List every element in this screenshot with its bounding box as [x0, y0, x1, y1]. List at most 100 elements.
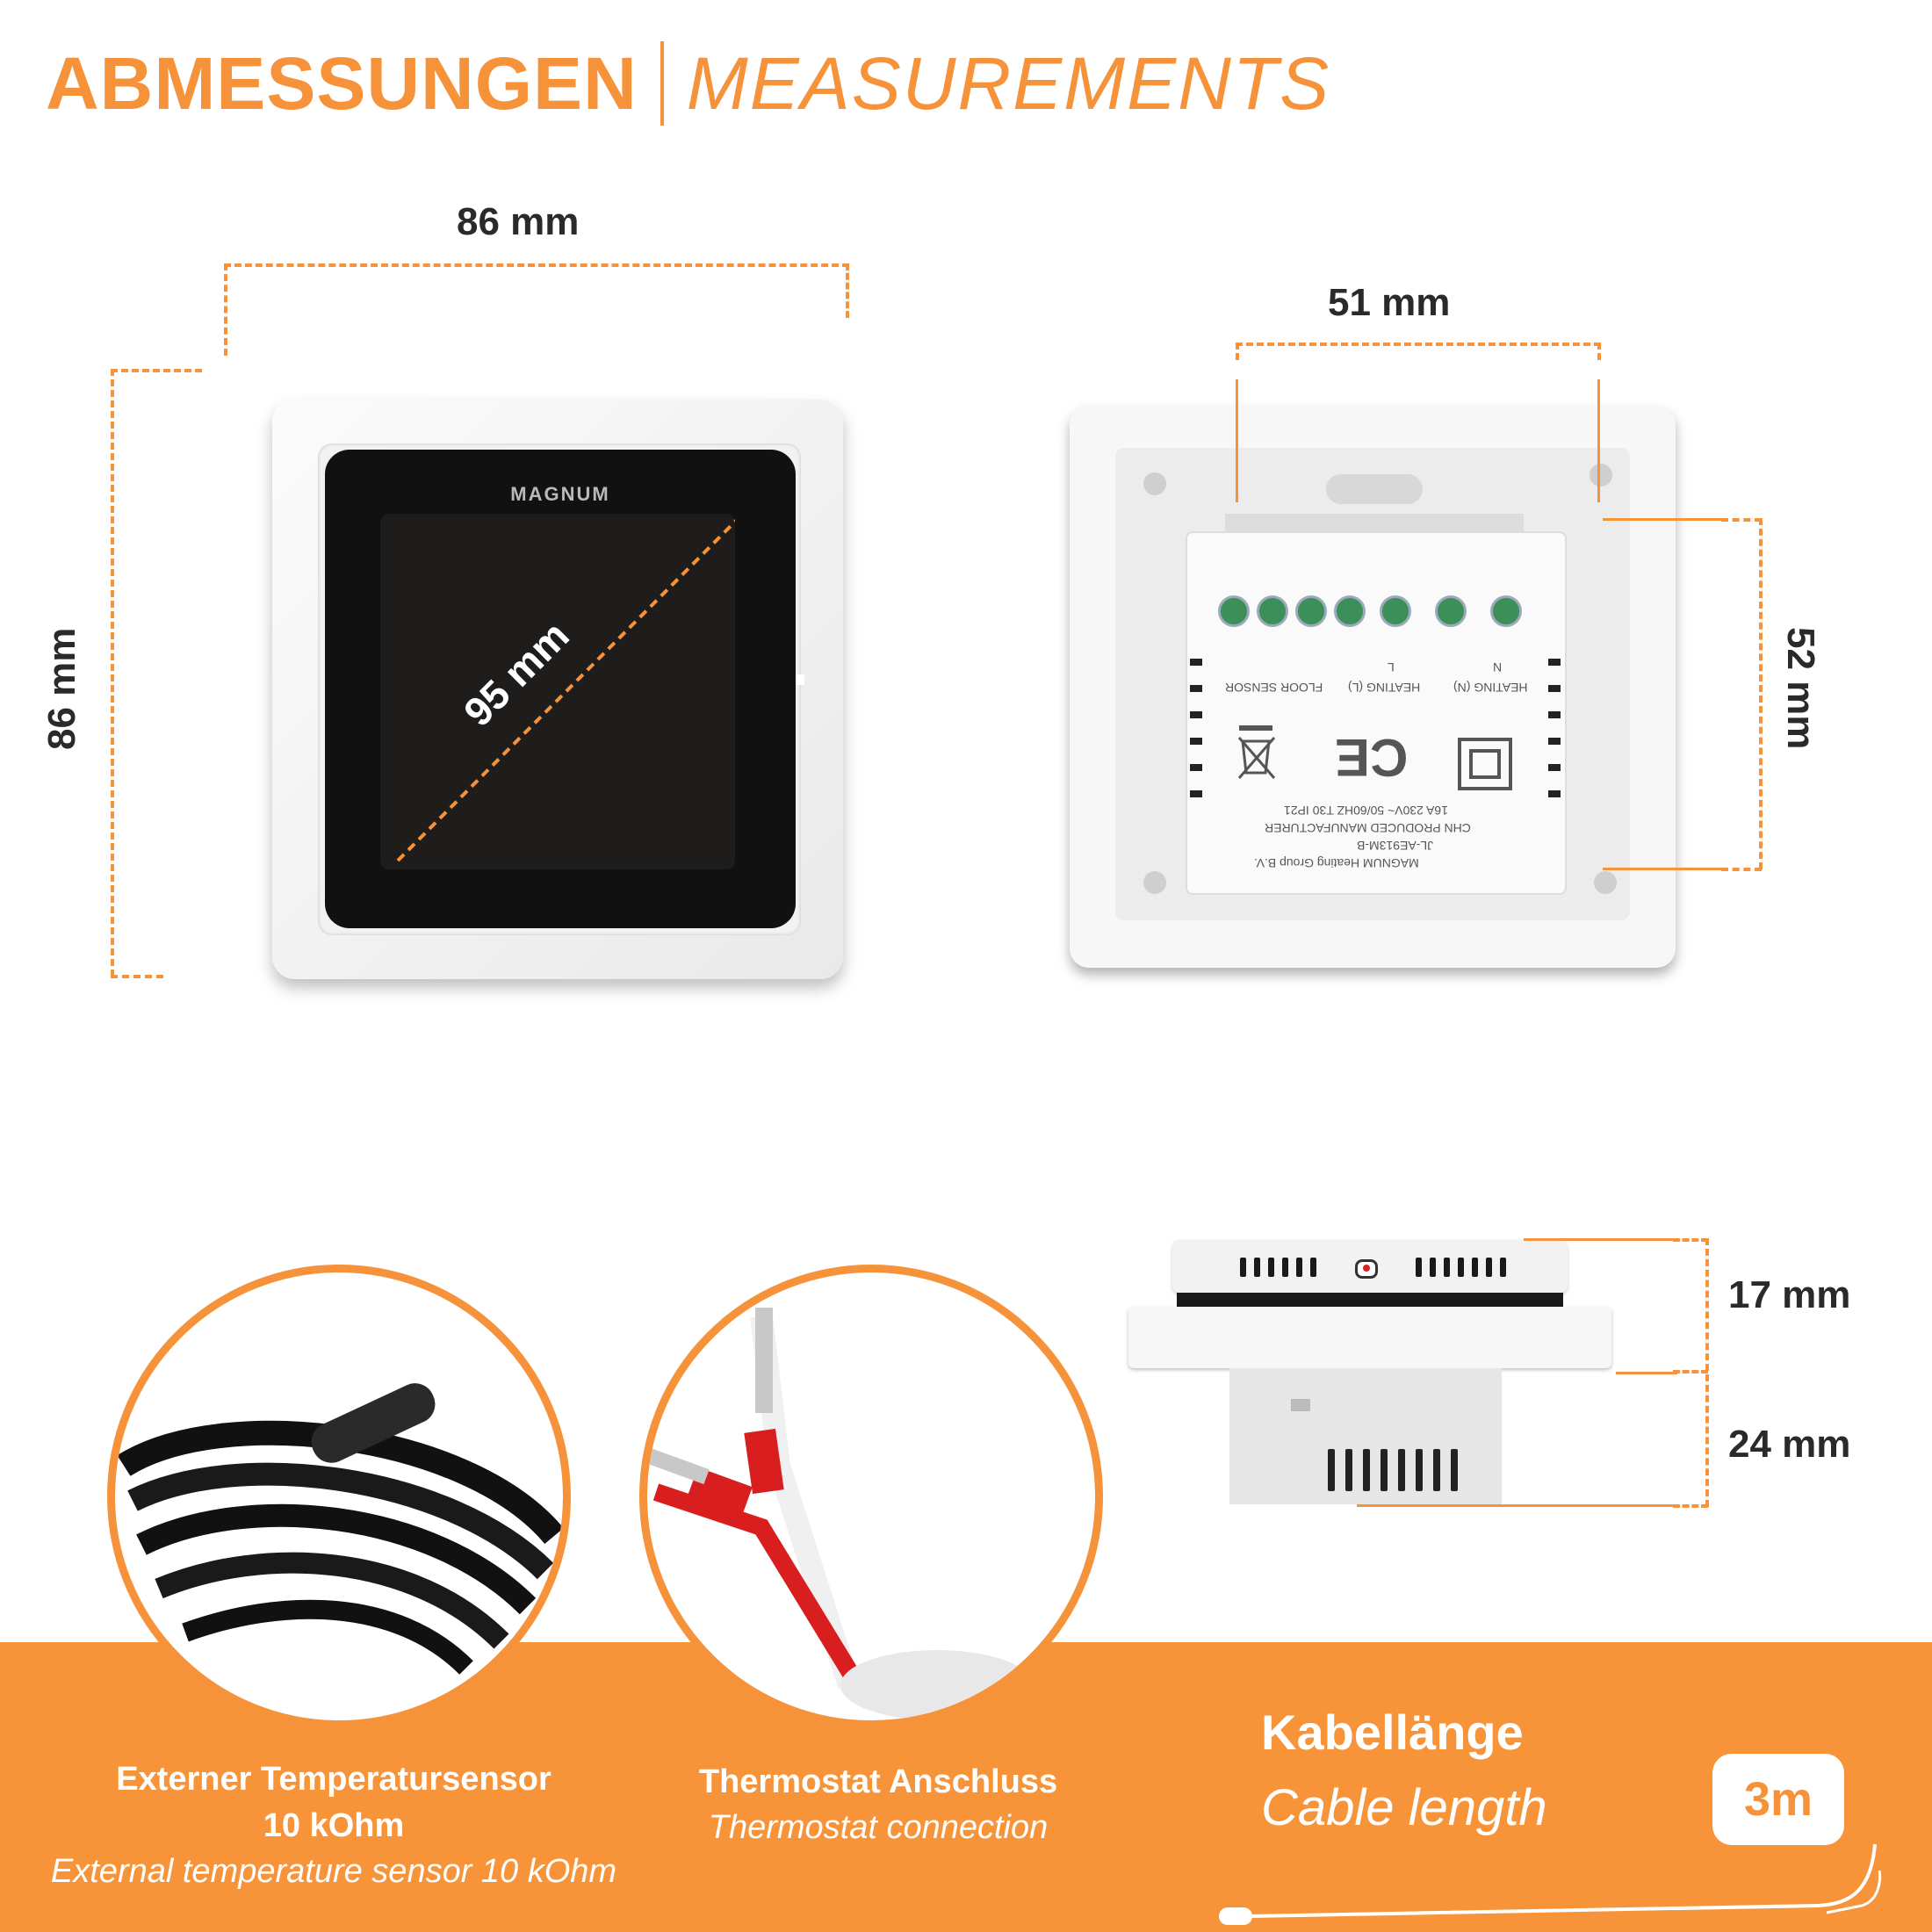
side-vent-slot: [1268, 1258, 1274, 1277]
back-height-dimline: [1759, 518, 1763, 869]
temperature-sensor-cable-icon: [117, 1383, 563, 1675]
title-english: MEASUREMENTS: [686, 41, 1331, 125]
side-depth-extension-mid: [1616, 1372, 1677, 1374]
back-width-extension-right: [1597, 379, 1600, 502]
terminal-screw-icon: [1380, 595, 1411, 627]
vent-slot: [1190, 790, 1202, 797]
side-vent-slot: [1486, 1258, 1492, 1277]
cable-length-title-de: Kabellänge: [1261, 1705, 1524, 1760]
cable-length-title-en: Cable length: [1261, 1779, 1547, 1836]
back-height-extension-top: [1603, 518, 1721, 521]
terminal-screw-icon: [1490, 595, 1522, 627]
thermostat-module: [1186, 531, 1567, 895]
vent-slot: [1548, 711, 1561, 718]
led-indicator-icon: [1355, 1259, 1378, 1279]
side-body-slot: [1398, 1449, 1405, 1491]
vent-slot: [1190, 764, 1202, 771]
terminal-screw-icon: [1218, 595, 1250, 627]
cable-length-badge: 3m: [1712, 1754, 1844, 1845]
vent-slot: [1548, 659, 1561, 666]
vent-slot: [1190, 685, 1202, 692]
side-body-slot: [1328, 1449, 1335, 1491]
side-vent-slot: [1500, 1258, 1506, 1277]
double-insulation-icon: [1458, 738, 1512, 790]
side-depth-tick-top: [1673, 1238, 1708, 1242]
rating-label: 16A 230V~ 50/60HZ T30 IP21: [1284, 804, 1448, 818]
vent-slot: [1190, 659, 1202, 666]
floor-sensor-label: FLOOR SENSOR: [1225, 681, 1323, 695]
ce-mark: CE: [1335, 728, 1409, 787]
mount-hole-icon: [1143, 472, 1166, 495]
terminal-screw-icon: [1334, 595, 1366, 627]
side-depth-top-label: 17 mm: [1728, 1273, 1851, 1316]
back-width-tick-right: [1597, 342, 1601, 360]
terminal-screw-icon: [1435, 595, 1467, 627]
brand-logo: MAGNUM: [510, 483, 610, 505]
side-vent-slot: [1282, 1258, 1288, 1277]
mount-hole-icon: [1143, 871, 1166, 894]
mount-hole-icon: [1590, 464, 1612, 487]
side-vent-slot: [1296, 1258, 1302, 1277]
cable-sensor-icon: [1219, 1843, 1882, 1925]
side-depth-bottom-label: 24 mm: [1728, 1423, 1851, 1466]
front-height-tick-top: [111, 369, 202, 372]
thermostat-side-button: [796, 674, 804, 685]
vent-slot: [1548, 738, 1561, 745]
company-label: MAGNUM Heating Group B.V.: [1254, 856, 1419, 870]
thermostat-wires-icon: [647, 1308, 1034, 1720]
back-width-dimline: [1236, 342, 1601, 346]
side-view-glass-edge: [1177, 1293, 1563, 1308]
back-height-tick-top: [1721, 518, 1762, 522]
connection-caption-en: Thermostat connection: [708, 1809, 1049, 1846]
heating-l-label: HEATING (L): [1348, 681, 1421, 695]
terminal-l-label: L: [1388, 660, 1395, 674]
mount-hole-icon: [1594, 871, 1617, 894]
side-vent-slot: [1310, 1258, 1316, 1277]
vent-slot: [1190, 738, 1202, 745]
back-width-tick-left: [1236, 342, 1239, 360]
connection-caption-de: Thermostat Anschluss: [698, 1763, 1058, 1800]
title-german: ABMESSUNGEN: [46, 41, 638, 125]
side-depth-tick-bottom: [1673, 1504, 1708, 1508]
page-title: ABMESSUNGEN MEASUREMENTS: [46, 35, 1330, 132]
side-vent-slot: [1254, 1258, 1260, 1277]
vent-slot: [1190, 711, 1202, 718]
keyhole-slot: [1326, 474, 1423, 504]
sensor-photo-circle: [107, 1265, 571, 1728]
front-height-dimline: [111, 369, 114, 977]
back-height-label: 52 mm: [1779, 627, 1822, 750]
front-width-tick-right: [846, 263, 849, 318]
vent-slot: [1548, 685, 1561, 692]
back-width-extension-left: [1236, 379, 1238, 502]
vent-slot: [1548, 790, 1561, 797]
front-width-dimline: [224, 263, 849, 267]
side-body-slot: [1451, 1449, 1458, 1491]
side-body-slot: [1433, 1449, 1440, 1491]
front-height-label: 86 mm: [40, 627, 83, 750]
side-vent-slot: [1458, 1258, 1464, 1277]
side-depth-extension-bottom: [1357, 1504, 1677, 1507]
side-depth-tick-mid: [1673, 1370, 1708, 1373]
vent-slot: [1548, 764, 1561, 771]
weee-bin-icon: [1234, 722, 1280, 783]
terminal-screw-icon: [1295, 595, 1327, 627]
back-width-label: 51 mm: [1328, 281, 1451, 324]
side-vent-slot: [1444, 1258, 1450, 1277]
side-vent-slot: [1430, 1258, 1436, 1277]
side-view-clip: [1291, 1399, 1310, 1411]
side-vent-slot: [1472, 1258, 1478, 1277]
manufacturer-label: CHN PRODUCED MANUFACTURER: [1265, 821, 1471, 835]
heating-n-label: HEATING (N): [1453, 681, 1528, 695]
sensor-caption-value: 10 kOhm: [263, 1807, 405, 1844]
side-vent-slot: [1416, 1258, 1422, 1277]
side-body-slot: [1381, 1449, 1388, 1491]
front-height-tick-bottom: [111, 975, 163, 978]
side-body-slot: [1345, 1449, 1352, 1491]
front-width-label: 86 mm: [457, 200, 580, 243]
side-vent-slot: [1240, 1258, 1246, 1277]
diagonal-dimline: [396, 519, 735, 862]
terminal-n-label: N: [1493, 660, 1503, 674]
front-width-tick-left: [224, 263, 227, 356]
title-separator: [660, 41, 664, 126]
side-body-slot: [1363, 1449, 1370, 1491]
